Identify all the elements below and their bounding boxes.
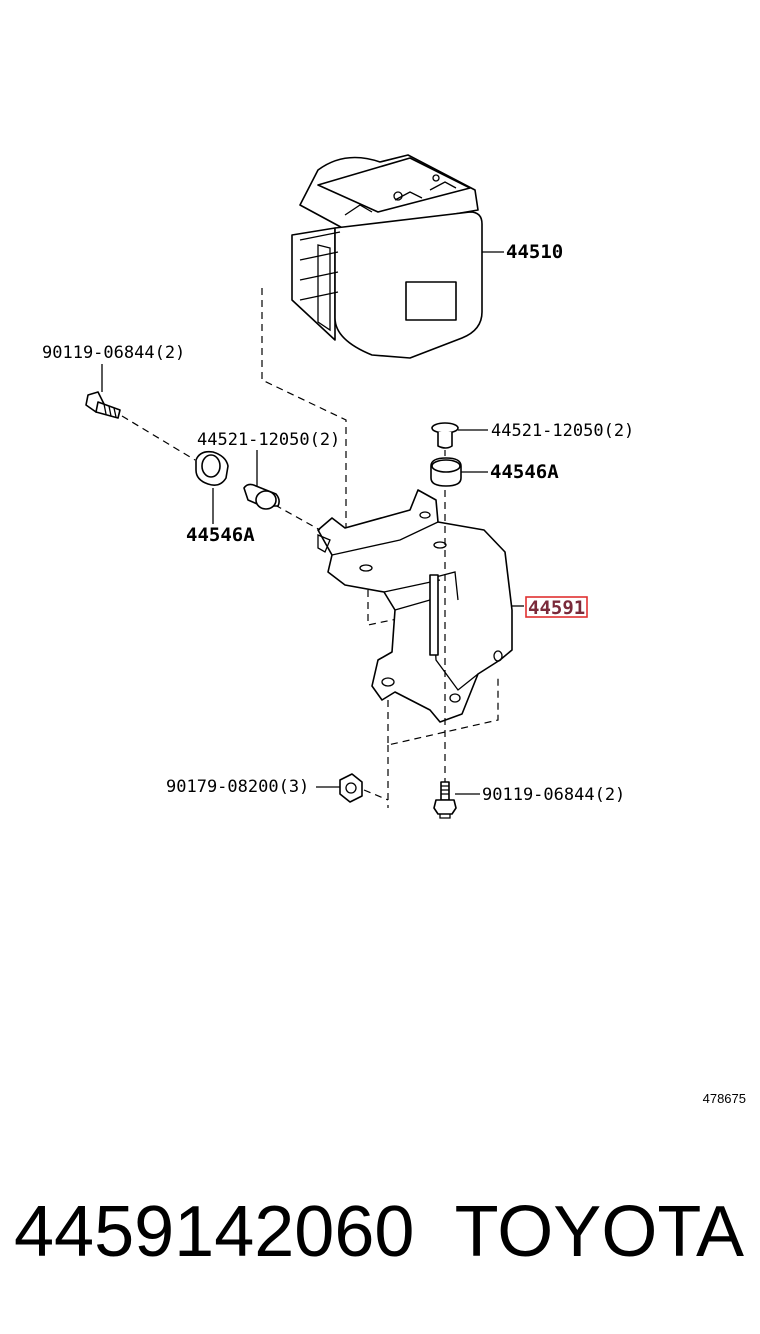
bolt-lower-right-drawing [433, 781, 457, 819]
label-44510: 44510 [506, 241, 563, 263]
label-bracket-44591[interactable]: 44591 [528, 597, 585, 619]
label-collar-left: 44521-12050(2) [197, 430, 340, 450]
guide-collar-left [274, 504, 321, 531]
label-collar-right: 44521-12050(2) [491, 421, 634, 441]
bolt-upper-left-drawing [85, 391, 121, 419]
collar-left-drawing [243, 483, 280, 510]
label-nut-lower: 90179-08200(3) [166, 777, 309, 797]
guide-bolt-left [121, 415, 196, 461]
guide-actuator-to-bracket [261, 288, 347, 540]
leader-lines [101, 251, 524, 795]
bracket-drawing [317, 489, 513, 723]
label-bolt-upper-left: 90119-06844(2) [42, 343, 185, 363]
abs-actuator-drawing [291, 154, 483, 359]
label-bolt-lower-right: 90119-06844(2) [482, 785, 625, 805]
guide-nut [363, 789, 389, 801]
grommet-left-drawing [195, 450, 229, 486]
label-grommet-left: 44546A [186, 524, 255, 546]
highlight-box [525, 596, 588, 618]
label-grommet-right: 44546A [490, 461, 559, 483]
footer-part-number: 4459142060 [14, 1192, 414, 1272]
footer-brand: TOYOTA [455, 1192, 744, 1272]
collar-right-drawing [431, 422, 459, 449]
illustration-id: 478675 [703, 1091, 746, 1106]
grommet-right-drawing [430, 457, 462, 487]
nut-lower-drawing [339, 773, 363, 803]
